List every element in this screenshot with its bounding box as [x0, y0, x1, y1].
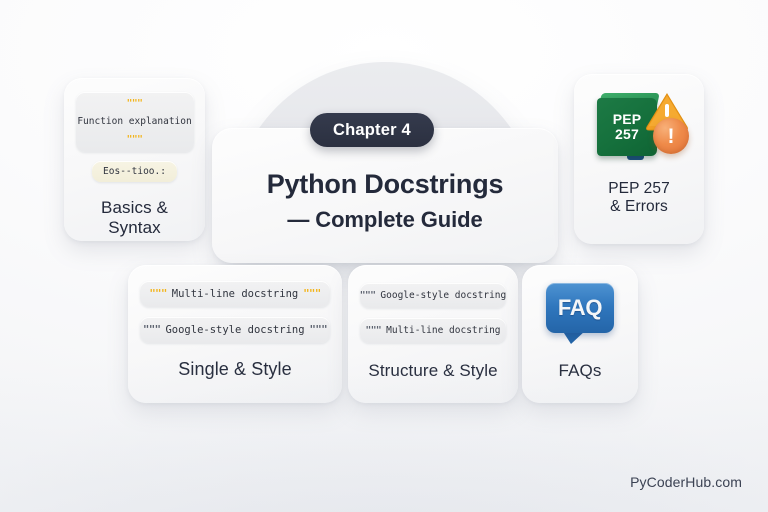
card-pep-257-errors[interactable]: PEP 257 ! PEP 257 & Errors	[574, 74, 704, 244]
card-title-basics: Basics & Syntax	[101, 198, 168, 238]
card-basics-syntax[interactable]: """ Function explanation """ Eos--tioo.:…	[64, 78, 205, 241]
book-label-line2: 257	[615, 126, 639, 142]
faq-speech-bubble-icon: FAQ	[542, 283, 618, 345]
quote-open-icon: """	[126, 98, 143, 109]
code-pill-eos: Eos--tioo.:	[92, 161, 177, 183]
card-title-faqs: FAQs	[558, 361, 602, 380]
code-pill-text: Google-style docstring	[380, 290, 507, 301]
book-label-line1: PEP	[612, 111, 642, 128]
card-structure-style[interactable]: """ Google-style docstring """ Multi-lin…	[348, 265, 518, 403]
card-single-style[interactable]: """ Multi-line docstring """ """ Google-…	[128, 265, 342, 403]
card-title-pep-line1: PEP 257	[608, 180, 670, 197]
code-pill-text: Google-style docstring	[165, 324, 305, 336]
quote-open-icon: """	[143, 324, 161, 336]
card-title-pep-line2: & Errors	[610, 198, 668, 216]
code-pill-google-style-docstring: """ Google-style docstring """	[140, 317, 330, 343]
card-title-pep: PEP 257 & Errors	[608, 180, 670, 217]
pep-257-icon-group: PEP 257 !	[591, 90, 689, 164]
code-pill-text: Multi-line docstring	[171, 288, 299, 300]
quote-close-icon: """	[126, 133, 143, 145]
speech-bubble-body: FAQ	[546, 283, 614, 333]
code-pill-multi-line-docstring: """ Multi-line docstring """	[140, 281, 330, 307]
hero-card[interactable]: Python Docstrings — Complete Guide	[212, 128, 558, 263]
book-icon: PEP 257	[597, 98, 657, 156]
quote-close-icon: """	[309, 324, 328, 336]
error-circle-mark: !	[667, 124, 675, 148]
quote-open-icon: """	[149, 288, 167, 300]
quote-close-icon: """	[303, 288, 321, 300]
card-faqs[interactable]: FAQ FAQs	[522, 265, 638, 403]
code-pill-text: Function explanation	[77, 115, 192, 127]
code-pill-multi-line-docstring: """ Multi-line docstring	[360, 318, 506, 343]
page-title: Python Docstrings	[266, 168, 504, 199]
card-title-single: Single & Style	[178, 359, 292, 379]
code-pill-text: Eos--tioo.:	[103, 166, 166, 178]
quote-open-icon: """	[359, 290, 376, 301]
code-pill-text: Multi-line docstring	[386, 325, 501, 336]
code-pill-function-explanation: """ Function explanation """	[75, 92, 194, 153]
quote-open-icon: """	[365, 325, 382, 336]
card-title-structure: Structure & Style	[368, 361, 498, 380]
code-pill-google-style-docstring: """ Google-style docstring	[360, 283, 506, 308]
speech-bubble-tail-icon	[562, 330, 586, 344]
chapter-badge: Chapter 4	[310, 113, 434, 147]
site-watermark: PyCoderHub.com	[630, 474, 742, 490]
error-circle-icon: !	[653, 118, 689, 154]
page-subtitle: — Complete Guide	[287, 206, 483, 232]
